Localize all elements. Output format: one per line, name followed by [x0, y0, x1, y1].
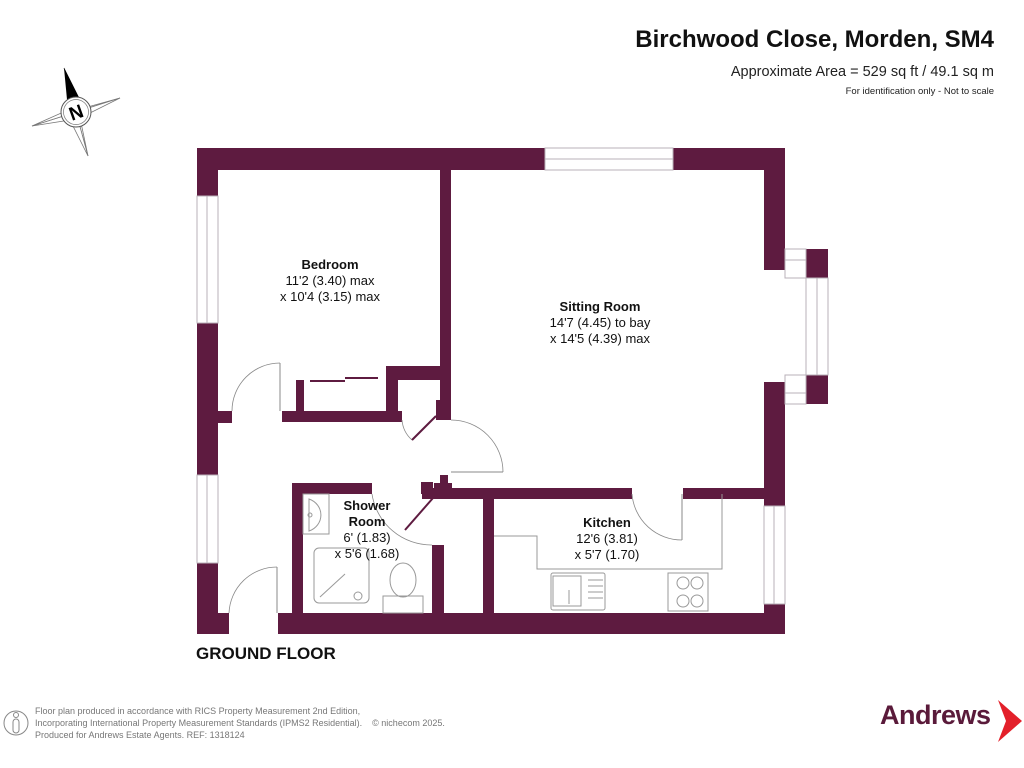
disclaimer-note: For identification only - Not to scale [845, 86, 994, 97]
room-bedroom: Bedroom 11'2 (3.40) max x 10'4 (3.15) ma… [280, 257, 380, 305]
windows [196, 147, 829, 605]
room-dimension: 6' (1.83) [343, 530, 391, 545]
north-compass-icon: N [31, 67, 121, 157]
kitchen-fixtures [494, 494, 723, 612]
room-name: Kitchen [583, 515, 631, 530]
room-name: Shower [343, 498, 391, 513]
walls [197, 148, 828, 634]
brand-logo: Andrews [880, 700, 991, 730]
person-icon [3, 710, 29, 736]
room-dimension: 11'2 (3.40) max [285, 273, 375, 288]
room-dimension: x 10'4 (3.15) max [279, 289, 381, 304]
footer-line-3: Produced for Andrews Estate Agents. REF:… [35, 730, 245, 740]
room-shower-room: Shower Room 6' (1.83) x 5'6 (1.68) [335, 498, 400, 562]
property-title: Birchwood Close, Morden, SM4 [635, 26, 994, 53]
compass-north-label: N [66, 101, 86, 125]
door-swings [228, 362, 683, 614]
shower-room-fixtures [302, 493, 424, 614]
room-dimension: 12'6 (3.81) [576, 531, 638, 546]
footer-line-2: Incorporating International Property Mea… [35, 718, 363, 728]
brand-chevron-icon [998, 700, 1022, 742]
footer-line-1: Floor plan produced in accordance with R… [35, 706, 361, 716]
door-leaves [276, 363, 683, 613]
room-name: Bedroom [301, 257, 359, 272]
room-dimension: 14'7 (4.45) to bay [549, 315, 651, 330]
approximate-area: Approximate Area = 529 sq ft / 49.1 sq m [730, 64, 994, 80]
floor-label: GROUND FLOOR [196, 644, 336, 663]
room-name: Sitting Room [559, 299, 641, 314]
room-sitting-room: Sitting Room 14'7 (4.45) to bay x 14'5 (… [550, 299, 651, 347]
wardrobe-doors [310, 377, 378, 382]
copyright: © nichecom 2025. [372, 718, 445, 728]
room-dimension: x 14'5 (4.39) max [549, 331, 651, 346]
room-dimension: x 5'6 (1.68) [334, 546, 400, 561]
footer-notes: Floor plan produced in accordance with R… [35, 705, 445, 741]
room-dimension: x 5'7 (1.70) [574, 547, 640, 562]
room-name-line2: Room [348, 514, 386, 529]
room-kitchen: Kitchen 12'6 (3.81) x 5'7 (1.70) [575, 515, 640, 563]
